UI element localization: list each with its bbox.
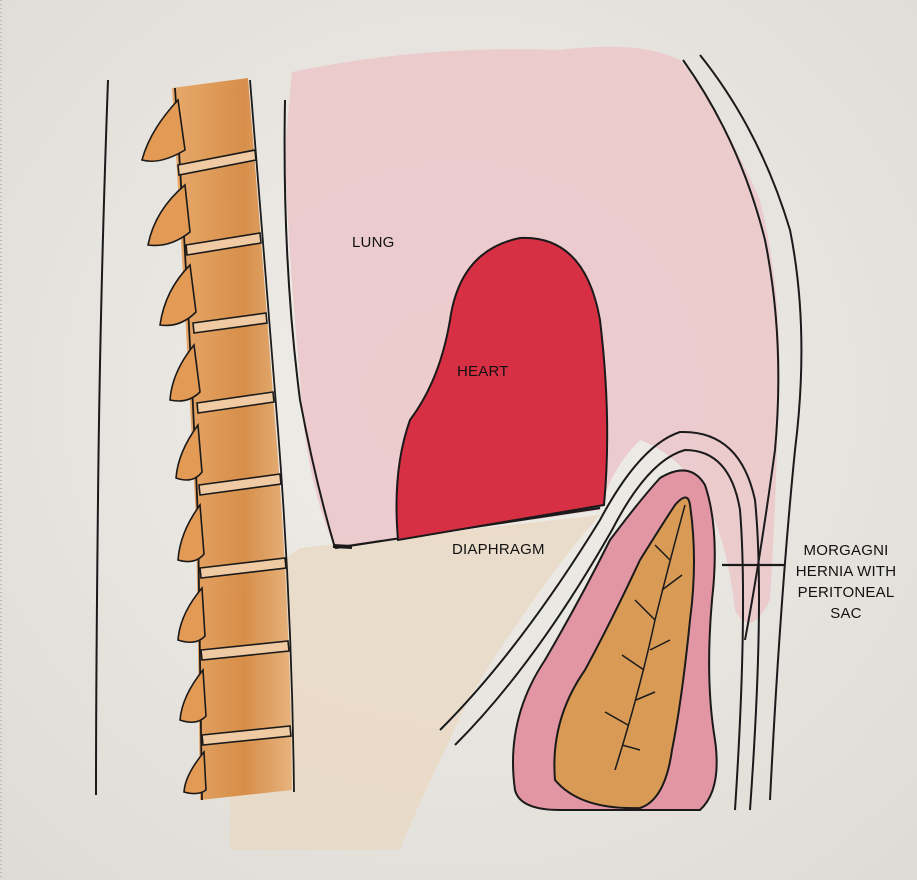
hernia-label-line-4: SAC bbox=[785, 603, 907, 624]
diaphragm-label: DIAPHRAGM bbox=[452, 541, 545, 558]
lung-label: LUNG bbox=[352, 234, 394, 251]
hernia-label-line-2: HERNIA WITH bbox=[785, 561, 907, 582]
morgagni-hernia-label: MORGAGNI HERNIA WITH PERITONEAL SAC bbox=[785, 540, 907, 624]
heart-label: HEART bbox=[457, 363, 509, 380]
hernia-label-line-3: PERITONEAL bbox=[785, 582, 907, 603]
hernia-label-line-1: MORGAGNI bbox=[785, 540, 907, 561]
